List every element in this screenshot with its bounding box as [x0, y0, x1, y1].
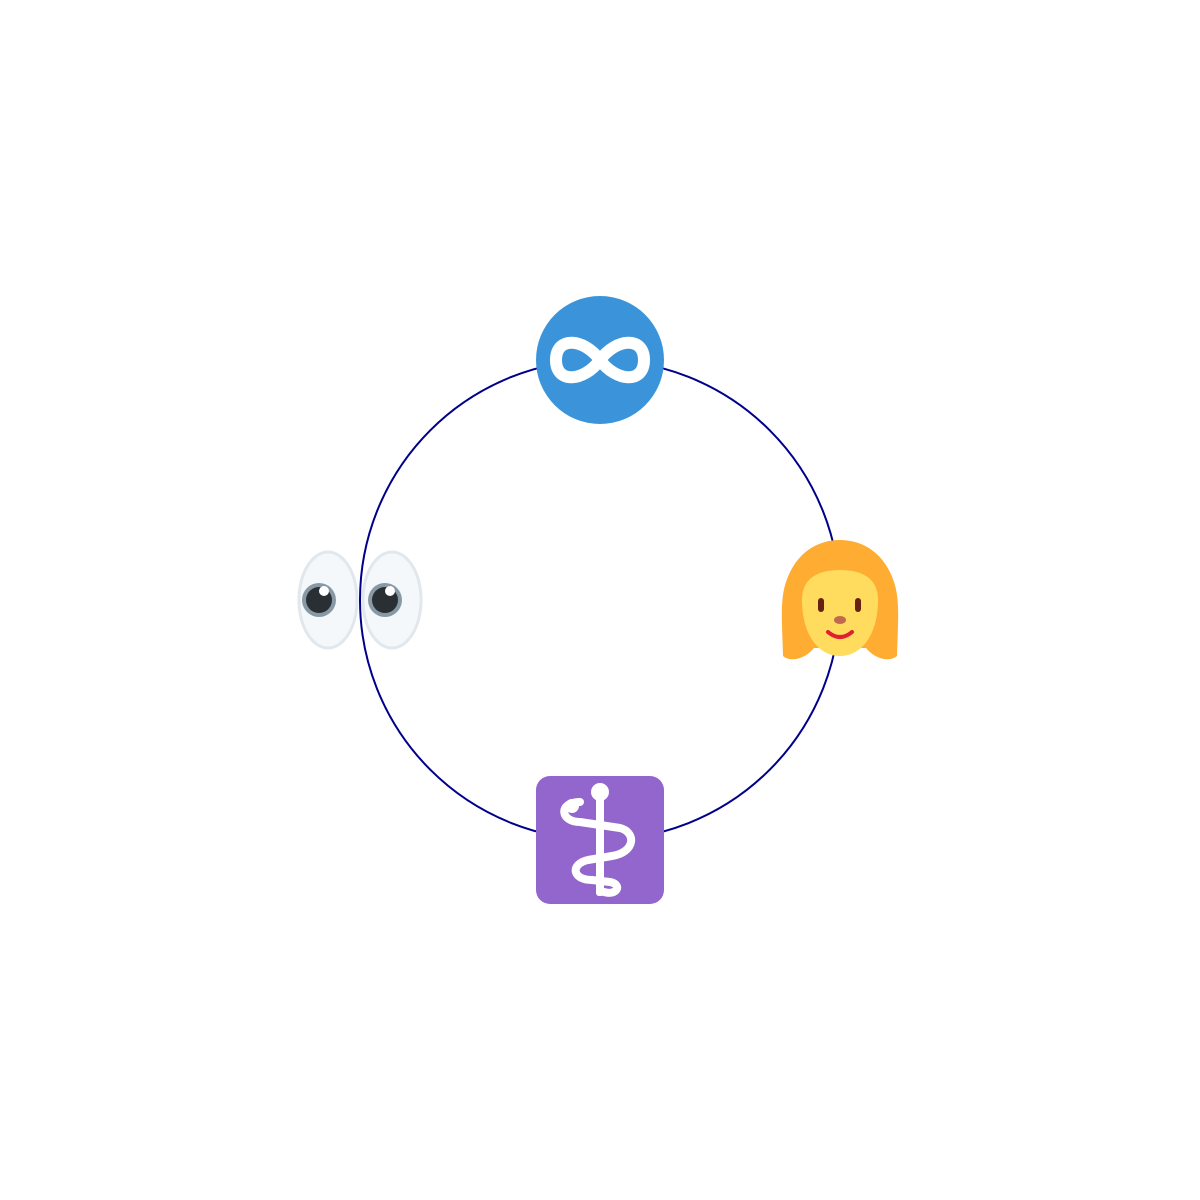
medical-symbol-icon: [536, 776, 664, 904]
cycle-ring: [359, 359, 841, 841]
eyes-icon: [297, 550, 423, 650]
infinity-icon: [536, 296, 664, 424]
woman-icon: [781, 540, 899, 660]
